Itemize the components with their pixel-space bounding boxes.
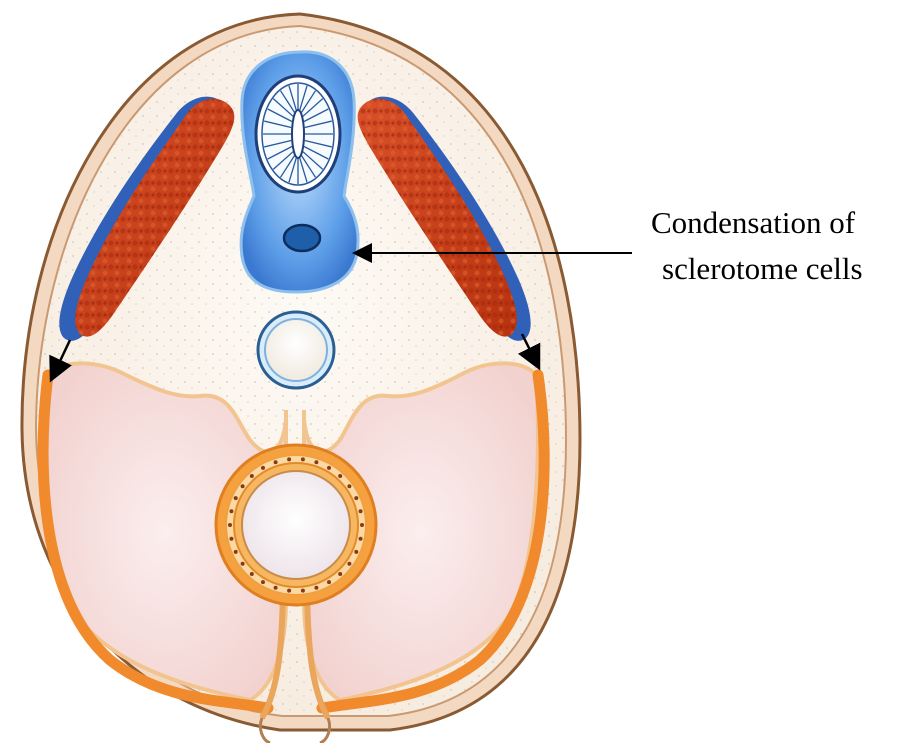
gut-cell-dot: [261, 580, 265, 584]
gut-cell-dot: [287, 589, 291, 593]
gut-cell-dot: [274, 460, 278, 464]
gut-cell-dot: [274, 586, 278, 590]
gut-cell-dot: [338, 474, 342, 478]
gut-cell-dot: [314, 586, 318, 590]
neural-canal: [292, 110, 304, 158]
gut-cell-dot: [250, 572, 254, 576]
gut-cell-dot: [347, 562, 351, 566]
gut-cell-dot: [347, 484, 351, 488]
gut-cell-dot: [359, 509, 363, 513]
gut-cell-dot: [301, 589, 305, 593]
gut-lumen: [242, 471, 350, 579]
annotation-label-line2: sclerotome cells: [662, 250, 863, 288]
annotation-label-line1: Condensation of: [651, 204, 855, 242]
gut-cell-dot: [338, 572, 342, 576]
gut-cell-dot: [229, 509, 233, 513]
gut-cell-dot: [287, 457, 291, 461]
gut-cell-dot: [234, 550, 238, 554]
gut-cell-dot: [360, 523, 364, 527]
gut-cell-dot: [228, 523, 232, 527]
gut-cell-dot: [261, 466, 265, 470]
gut-cell-dot: [354, 496, 358, 500]
gut-cell-dot: [234, 496, 238, 500]
notochord: [265, 319, 327, 381]
gut-cell-dot: [327, 466, 331, 470]
gut-cell-dot: [314, 460, 318, 464]
gut-cell-dot: [327, 580, 331, 584]
gut-cell-dot: [250, 474, 254, 478]
gut-cell-dot: [241, 484, 245, 488]
gut-cell-dot: [241, 562, 245, 566]
gut-cell-dot: [359, 537, 363, 541]
gut-cell-dot: [301, 457, 305, 461]
gut-cell-dot: [229, 537, 233, 541]
gut-cell-dot: [354, 550, 358, 554]
sclerotome-nucleus: [284, 225, 320, 251]
